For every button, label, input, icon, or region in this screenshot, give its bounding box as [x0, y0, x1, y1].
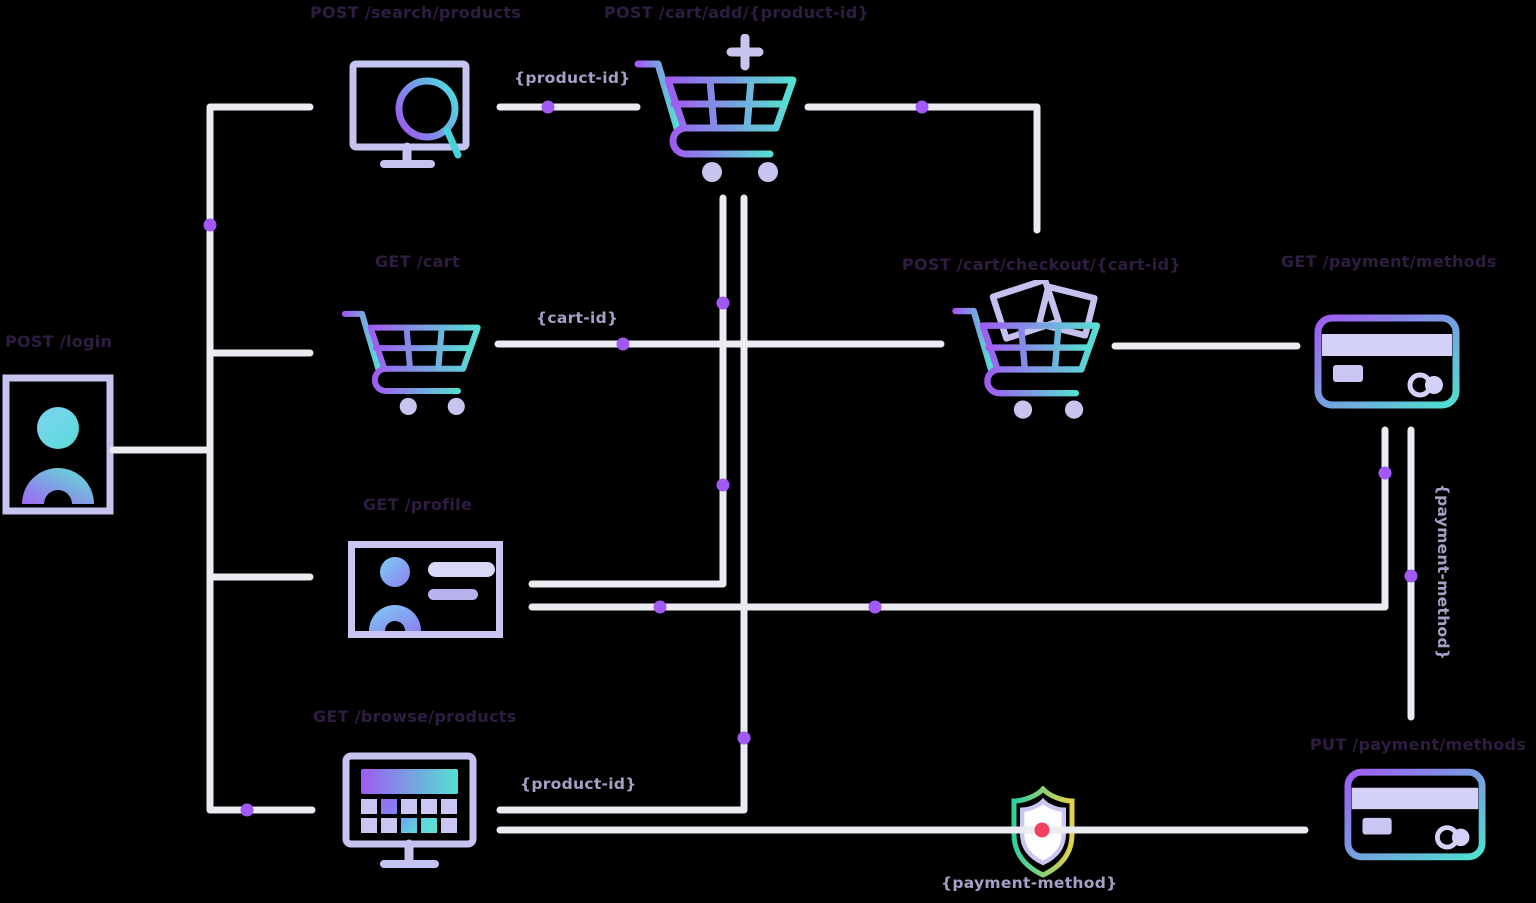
endpoint-label-cart-add: POST /cart/add/{product-id}	[604, 3, 870, 22]
checkout-cart-icon	[952, 280, 1101, 419]
cart-icon	[341, 310, 481, 415]
endpoint-label-payment-put: PUT /payment/methods	[1310, 735, 1527, 754]
edge-label-payment-method-bottom: {payment-method}	[941, 874, 1118, 892]
add-to-cart-icon	[634, 34, 797, 182]
id-card-icon	[348, 541, 503, 638]
edge-label-product-id-browse: {product-id}	[520, 775, 637, 793]
edge-label-payment-method-right: {payment-method}	[1434, 483, 1452, 661]
plus-icon	[726, 34, 764, 71]
endpoint-label-cart: GET /cart	[375, 252, 460, 271]
credit-card-icon	[1344, 768, 1486, 861]
user-icon	[2, 374, 114, 515]
package-icon	[989, 280, 1098, 342]
product-grid-monitor-icon	[342, 752, 477, 868]
endpoint-label-search: POST /search/products	[310, 3, 522, 22]
search-monitor-icon	[349, 60, 470, 168]
shield-icon	[1011, 786, 1075, 878]
endpoint-label-login: POST /login	[5, 332, 113, 351]
endpoint-label-payment-get: GET /payment/methods	[1281, 252, 1497, 271]
edge-label-product-id-search: {product-id}	[514, 69, 631, 87]
edge-label-cart-id: {cart-id}	[536, 309, 619, 327]
endpoint-label-browse: GET /browse/products	[313, 707, 517, 726]
credit-card-icon	[1314, 314, 1460, 409]
endpoint-label-profile: GET /profile	[363, 495, 473, 514]
endpoint-label-checkout: POST /cart/checkout/{cart-id}	[902, 255, 1182, 274]
